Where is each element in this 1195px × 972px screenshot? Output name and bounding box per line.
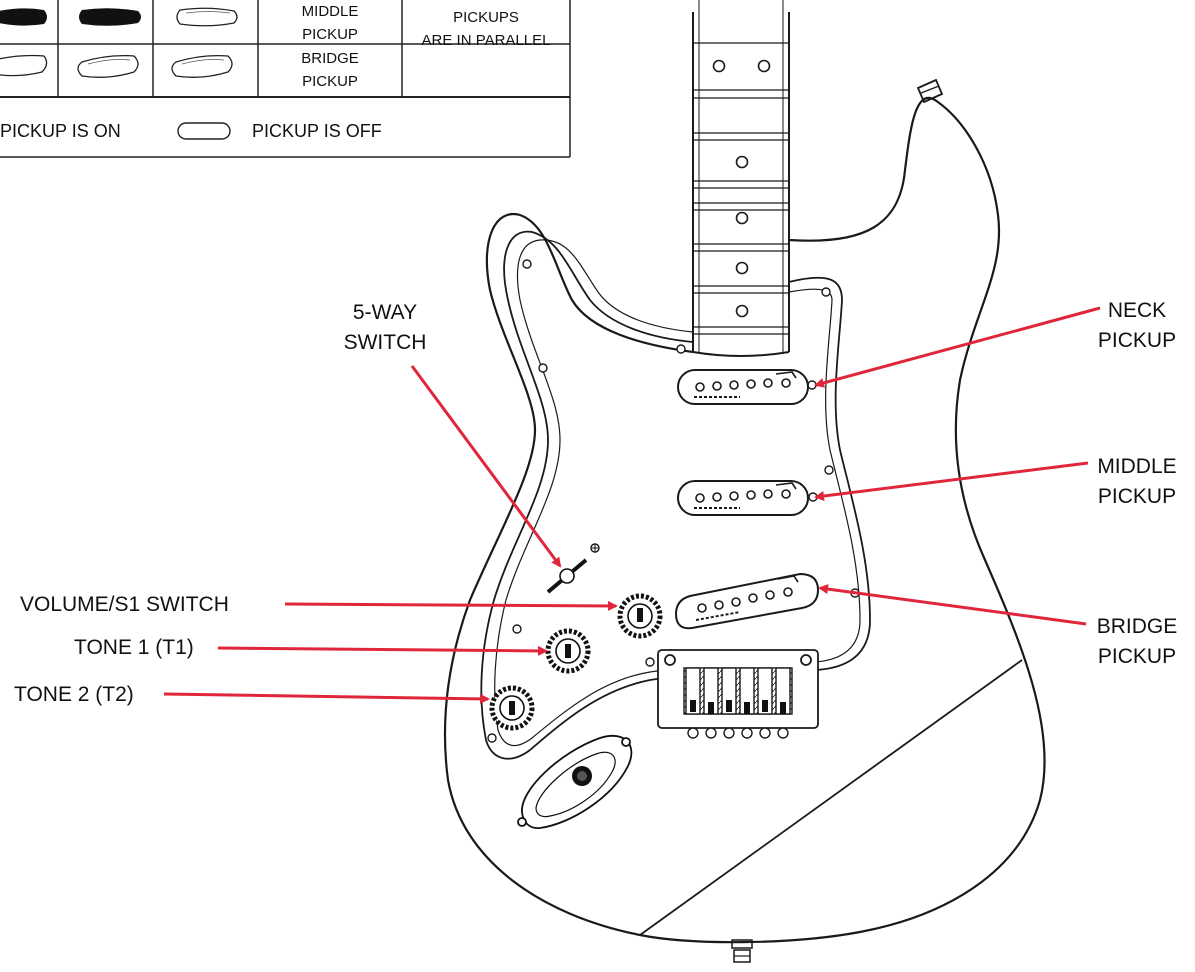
legend-pickup-on: PICKUP IS ON <box>0 121 121 141</box>
tone1-arrow <box>217 645 548 656</box>
tone2-knob-drawing <box>489 685 535 731</box>
callout-middle-line1: MIDDLE <box>1097 455 1177 478</box>
table-bridge-line2: PICKUP <box>302 73 358 90</box>
neck-pickup-drawing <box>677 369 809 405</box>
volume-arrow <box>284 600 618 611</box>
table-middle-line1: MIDDLE <box>301 3 359 20</box>
bridge-arrow <box>818 584 1087 626</box>
pickguard <box>480 230 871 760</box>
guitar-body <box>443 78 1046 963</box>
callout-5-way-switch: 5-WAY SWITCH <box>325 298 445 358</box>
callout-tone-1: TONE 1 (T1) <box>74 636 194 659</box>
callout-switch-line2: SWITCH <box>343 331 427 354</box>
callout-switch-line1: 5-WAY <box>352 301 418 324</box>
callout-neck-line1: NECK <box>1107 299 1167 322</box>
callout-neck-pickup: NECK PICKUP <box>1084 296 1190 356</box>
table-note-line2: ARE IN PARALLEL <box>421 32 551 49</box>
callout-tone-2: TONE 2 (T2) <box>14 683 134 706</box>
callout-bridge-line2: PICKUP <box>1097 645 1177 668</box>
table-pickup-symbols-row-1 <box>0 7 238 27</box>
neck-arrow <box>814 306 1101 388</box>
table-middle-line2: PICKUP <box>302 26 358 43</box>
volume-knob-drawing <box>617 593 663 639</box>
middle-pickup-drawing <box>677 480 809 516</box>
table-parallel-note: PICKUPS ARE IN PARALLEL <box>402 6 570 52</box>
guitar-neck <box>692 0 790 357</box>
tone1-knob-drawing <box>545 628 591 674</box>
table-note-line1: PICKUPS <box>453 9 519 26</box>
middle-arrow <box>814 461 1089 501</box>
callout-arrows <box>163 306 1101 704</box>
callout-middle-pickup: MIDDLE PICKUP <box>1084 452 1190 512</box>
legend-symbols <box>177 122 231 140</box>
table-middle-pickup-label: MIDDLE PICKUP <box>258 0 402 46</box>
callout-volume-s1-switch: VOLUME/S1 SWITCH <box>20 593 229 616</box>
table-pickup-symbols-row-2 <box>0 54 233 78</box>
callout-middle-line2: PICKUP <box>1097 485 1177 508</box>
tremolo-bridge <box>657 649 819 739</box>
bridge-pickup-drawing <box>674 572 820 630</box>
switch-arrow <box>410 365 562 568</box>
output-jack-drawing <box>517 734 633 829</box>
callout-bridge-pickup: BRIDGE PICKUP <box>1084 612 1190 672</box>
callout-bridge-line1: BRIDGE <box>1096 615 1178 638</box>
five-way-switch-drawing <box>546 543 600 594</box>
table-bridge-pickup-label: BRIDGE PICKUP <box>258 47 402 93</box>
table-bridge-line1: BRIDGE <box>301 50 359 67</box>
switch-position-table <box>0 0 571 158</box>
legend-pickup-off: PICKUP IS OFF <box>252 121 382 141</box>
callout-neck-line2: PICKUP <box>1097 329 1177 352</box>
tone2-arrow <box>163 692 490 704</box>
